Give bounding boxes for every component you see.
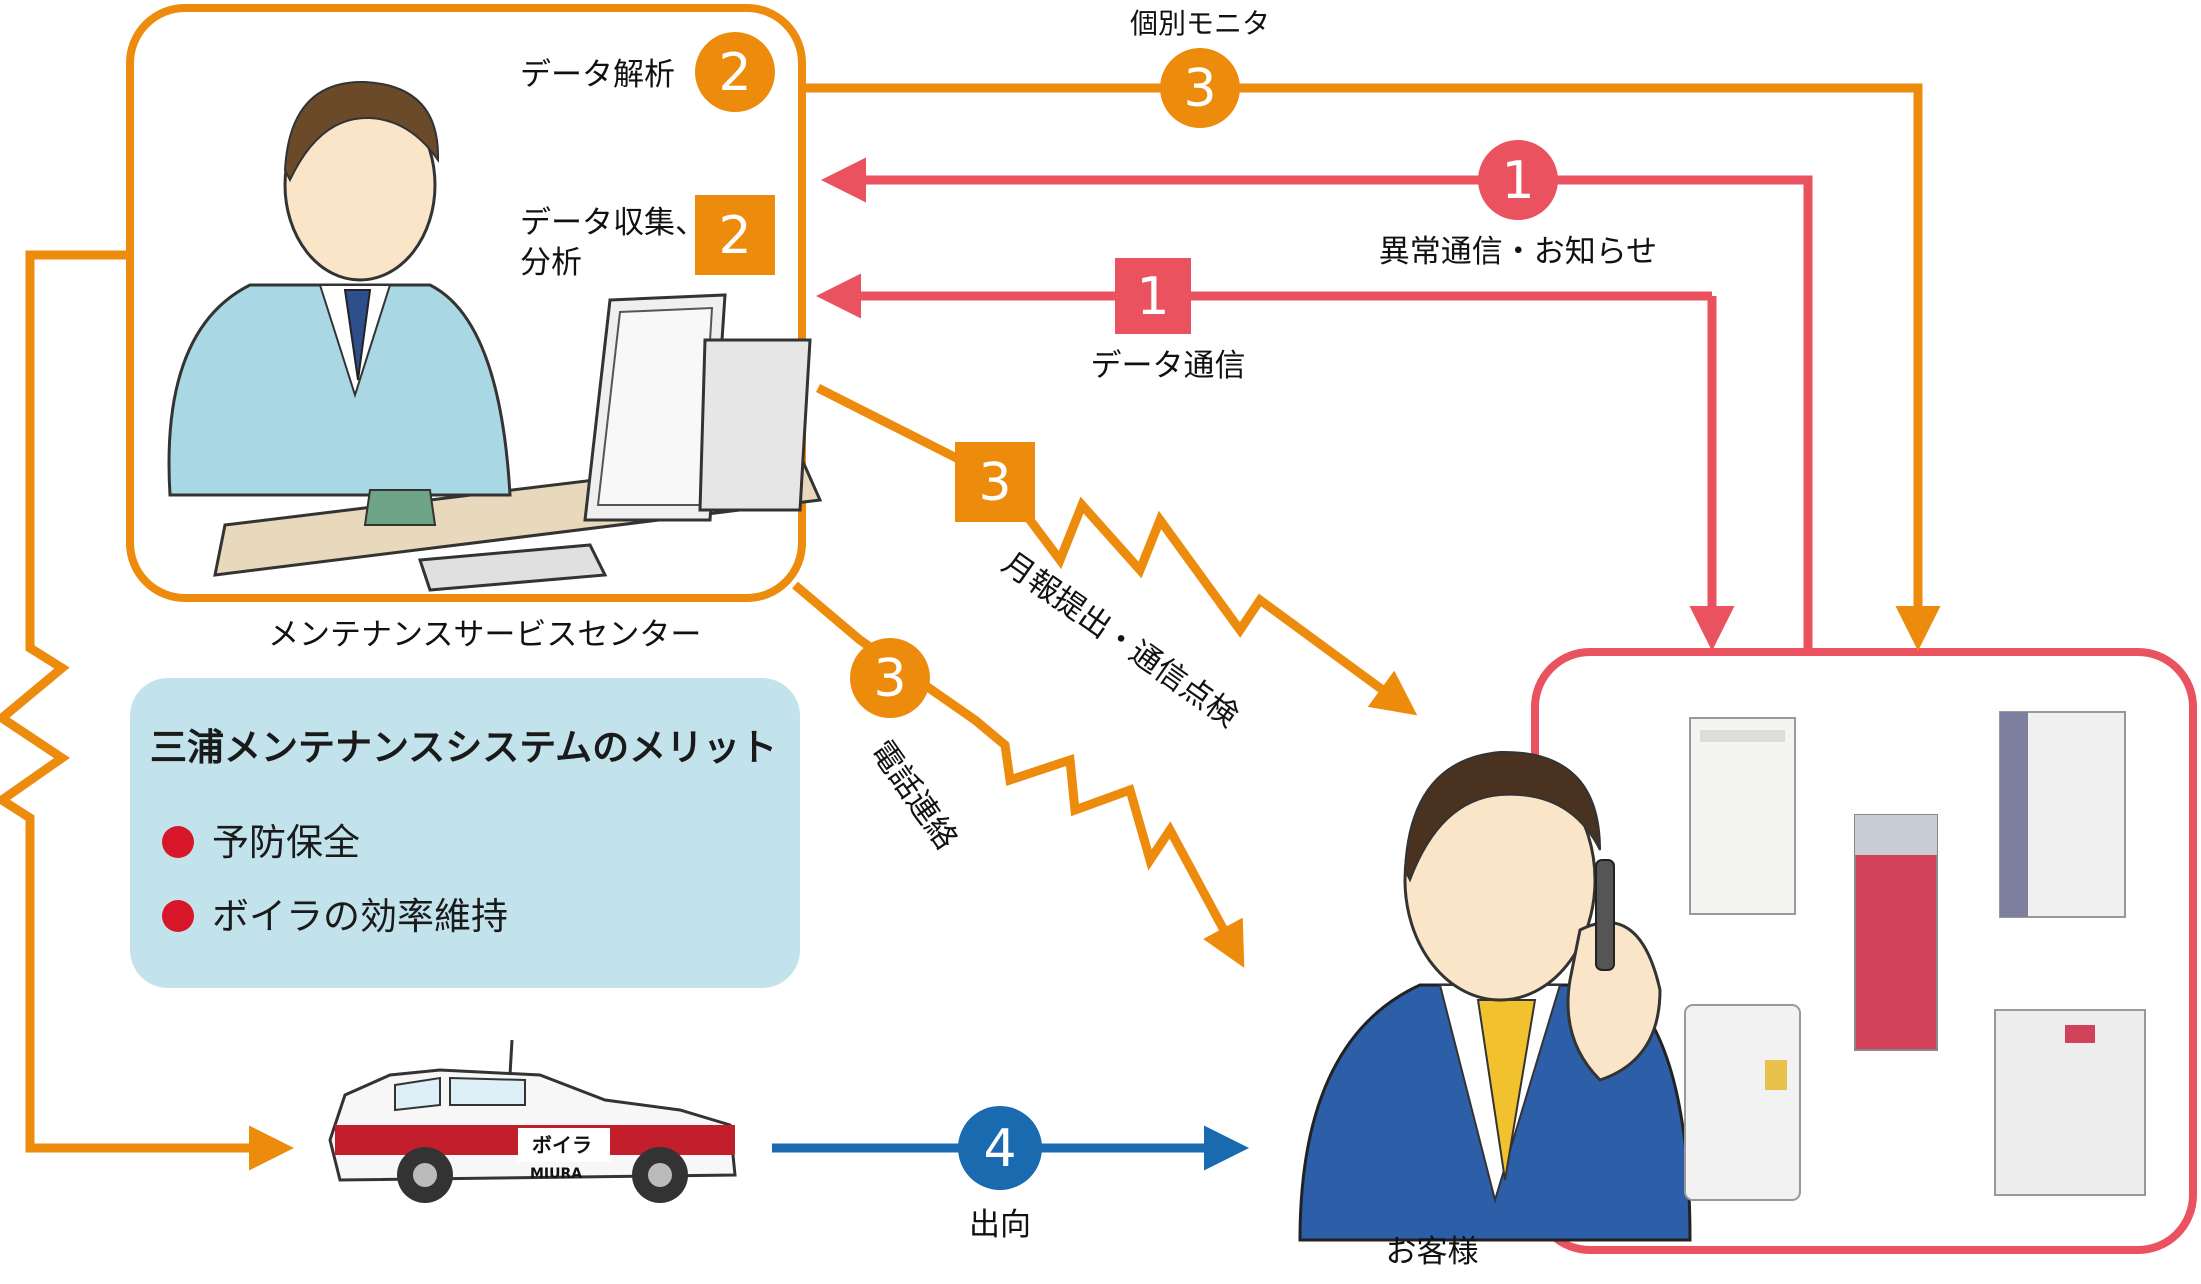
merit-item-2: ボイラの効率維持 [212, 895, 508, 938]
service-center-frame [126, 4, 806, 602]
individual-monitor-badge [1160, 48, 1240, 128]
service-car: ボイラ MIURA [328, 1039, 737, 1203]
abnormal-notice-arrow [821, 157, 1813, 648]
merit-item-1: 予防保全 [212, 821, 360, 864]
step-data-analysis-badge [695, 32, 775, 112]
merit-bullet-2 [162, 900, 194, 932]
dispatch-badge [958, 1106, 1042, 1190]
boiler-products [1684, 711, 2146, 1201]
monthly-report-number: 3 [978, 453, 1011, 513]
data-communication-label: データ通信 [1091, 348, 1246, 384]
boiler-round-white [1684, 1004, 1801, 1201]
step-data-collect-label-1: データ収集、 [520, 205, 706, 241]
monthly-report-label: 月報提出・通信点検 [995, 545, 1244, 735]
phone-contact-label: 電話連絡 [863, 734, 964, 856]
abnormal-notice-number: 1 [1501, 151, 1534, 211]
step-data-collect-number: 2 [718, 206, 751, 266]
merits-panel [130, 678, 800, 988]
dispatch-label: 出向 [969, 1207, 1031, 1243]
boiler-cabinet-white [1689, 717, 1796, 915]
merits-title: 三浦メンテナンスシステムのメリット [150, 726, 777, 769]
abnormal-notice-badge [1478, 140, 1558, 220]
individual-monitor-label: 個別モニタ [1130, 7, 1270, 40]
individual-monitor-number: 3 [1183, 59, 1216, 119]
car-logo-text: ボイラ [532, 1133, 592, 1157]
step-data-collect-badge [695, 195, 775, 275]
phone-contact-badge [850, 638, 930, 718]
abnormal-notice-label: 異常通信・お知らせ [1379, 234, 1657, 270]
customer-label: お客様 [1386, 1234, 1479, 1270]
data-communication-number: 1 [1136, 267, 1169, 327]
step-data-collect-label-2: 分析 [520, 245, 582, 281]
individual-monitor-arrow [805, 83, 1941, 651]
dispatch-number: 4 [983, 1119, 1016, 1179]
step-data-analysis-label: データ解析 [520, 57, 675, 93]
phone-contact-arrow [792, 581, 1245, 968]
dispatch-loop-arrow [0, 250, 294, 1171]
customer-illustration [1298, 750, 1692, 1242]
monthly-report-badge [955, 442, 1035, 522]
car-brand-text: MIURA [530, 1166, 582, 1182]
step-data-analysis-number: 2 [718, 43, 751, 103]
merit-bullet-1 [162, 826, 194, 858]
technician-illustration [167, 80, 823, 592]
phone-contact-number: 3 [873, 649, 906, 709]
data-communication-badge [1115, 258, 1191, 334]
service-center-label: メンテナンスサービスセンター [268, 617, 701, 653]
